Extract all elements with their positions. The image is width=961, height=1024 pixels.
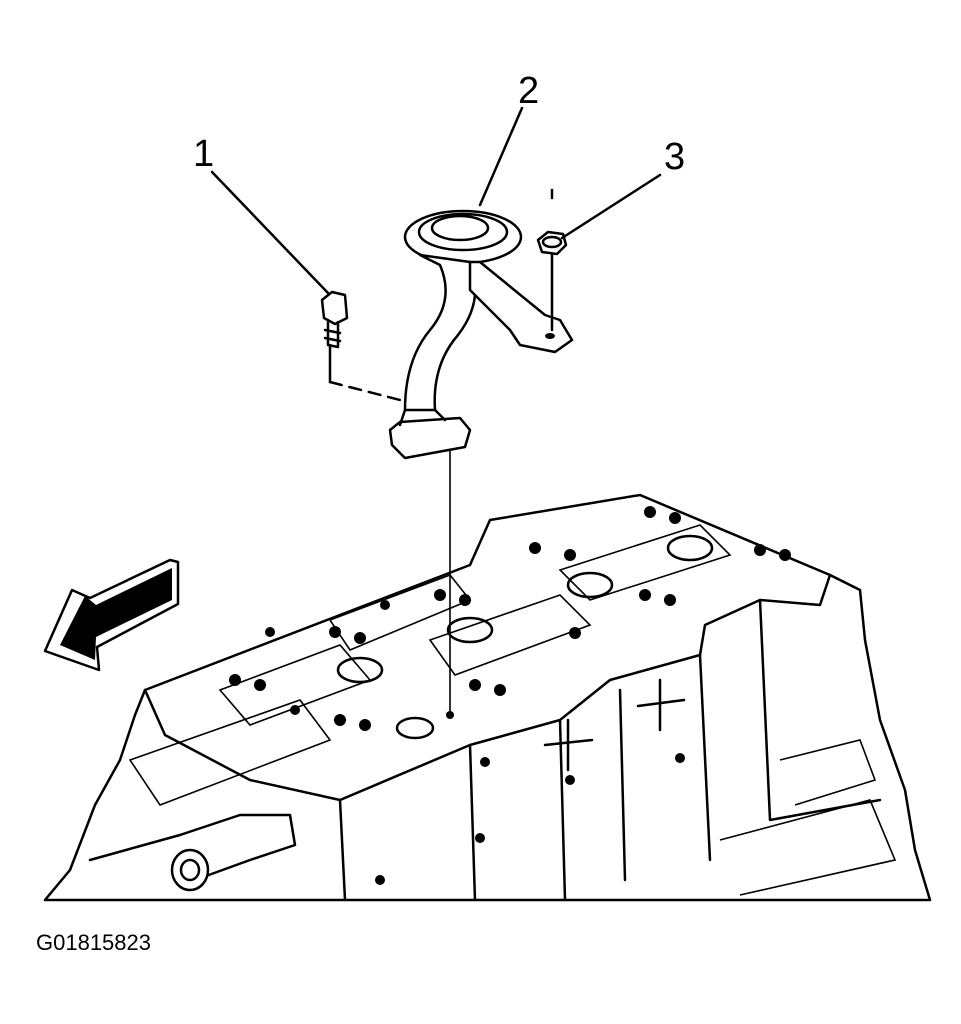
leader-line-1 bbox=[210, 170, 330, 295]
callout-3-label: 3 bbox=[664, 136, 686, 178]
engine-block-icon bbox=[43, 493, 932, 902]
figure-id: G01815823 bbox=[36, 930, 151, 955]
bolt-icon bbox=[320, 290, 349, 349]
callout-1-label: 1 bbox=[193, 133, 215, 175]
callout-2-label: 2 bbox=[518, 70, 540, 112]
nut-icon bbox=[536, 230, 568, 256]
oil-pump-pickup-tube-icon bbox=[388, 209, 574, 460]
front-direction-arrow-icon bbox=[43, 558, 180, 672]
mounting-hole-marker bbox=[446, 711, 454, 719]
leader-line-2 bbox=[478, 106, 524, 207]
leader-line-3 bbox=[560, 173, 662, 240]
bolt-dashed-path bbox=[328, 380, 402, 402]
